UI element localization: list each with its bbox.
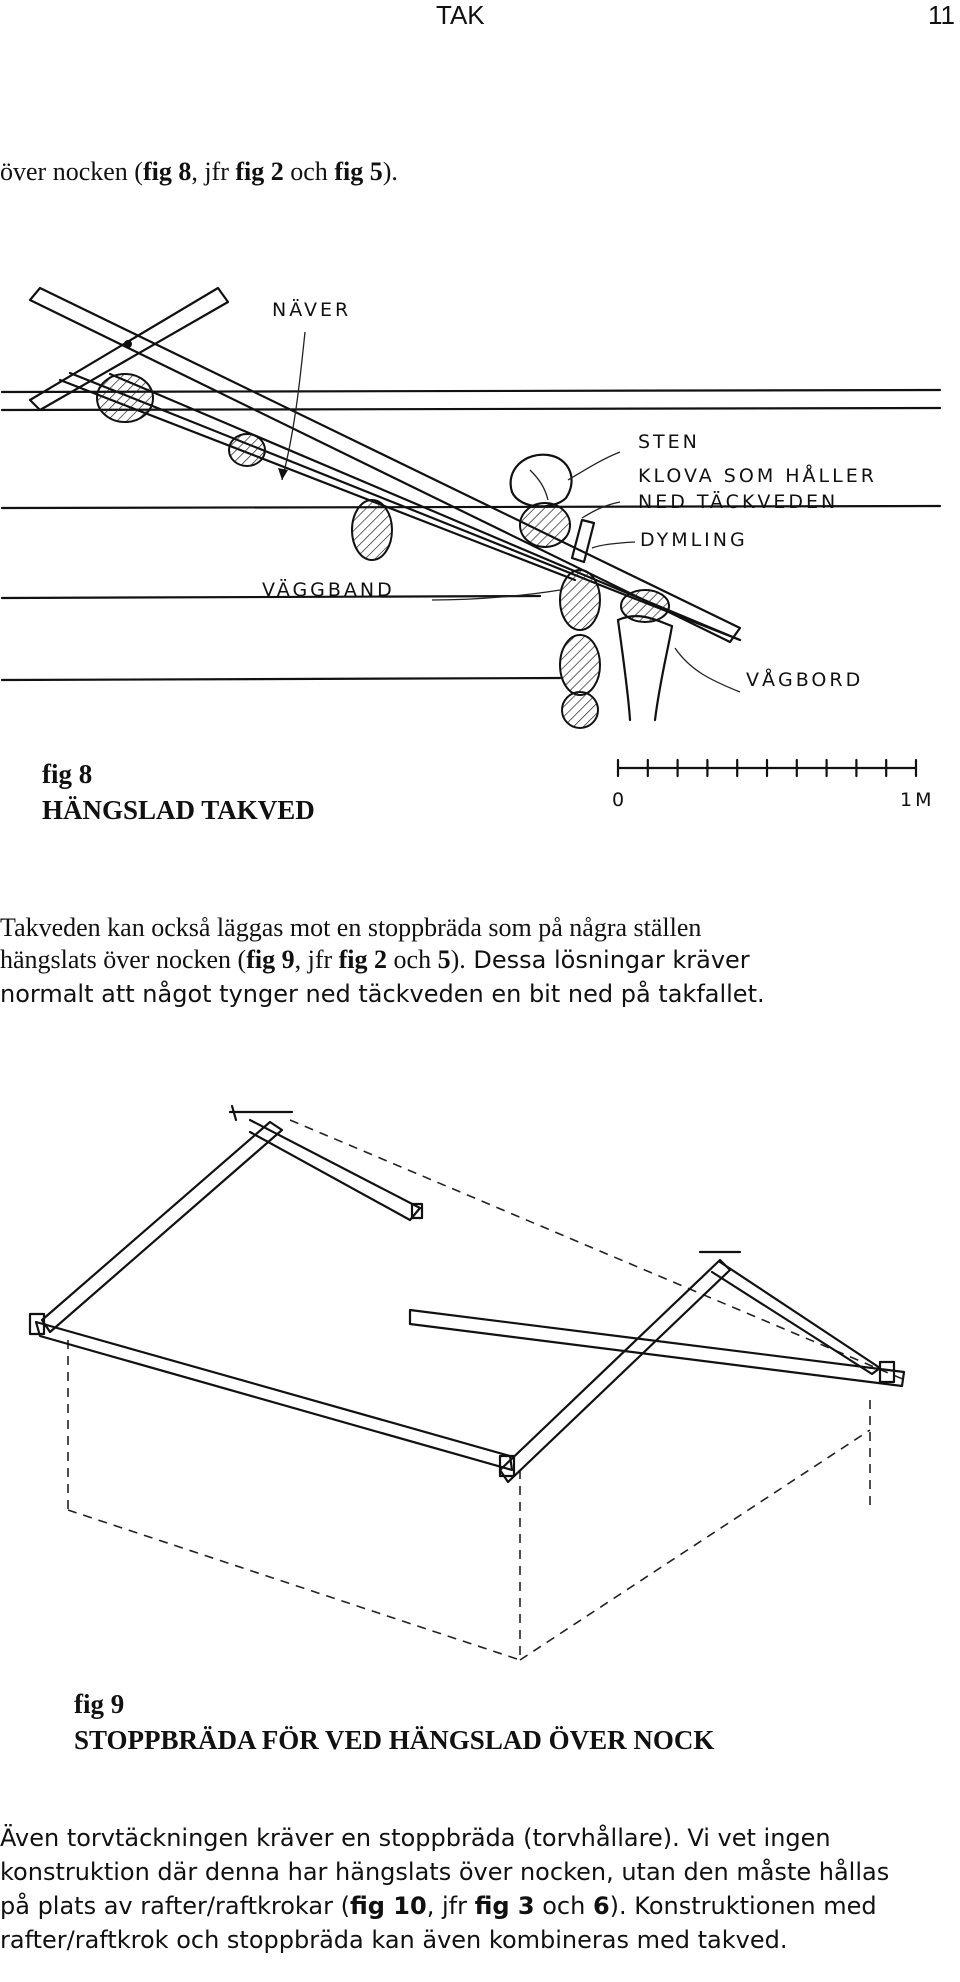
dymling-peg xyxy=(570,518,596,564)
stoppbrada-boards xyxy=(28,1308,906,1478)
para2-text: och xyxy=(387,945,438,974)
figure-9-drawing xyxy=(28,1104,906,1661)
para2-line1: Takveden kan också läggas mot en stoppbr… xyxy=(0,913,702,942)
figure-8-drawing: NÄVER STEN KLOVA SOM HÅLLER NED TÄCKVEDE… xyxy=(0,286,942,811)
para3-text: , jfr xyxy=(426,1892,475,1920)
fig2-ref: fig 2 xyxy=(338,945,388,974)
label-leaders xyxy=(278,331,741,693)
para3-line1: Även torvtäckningen kräver en stoppbräda… xyxy=(0,1824,831,1852)
fig8-caption-number: fig 8 xyxy=(42,759,93,789)
stone xyxy=(509,453,573,508)
label-vaggband: VÄGGBAND xyxy=(262,578,395,601)
scale-label-start: 0 xyxy=(612,789,627,811)
fig8-ref: fig 8 xyxy=(142,157,192,186)
label-sten: STEN xyxy=(638,431,700,453)
page-number: 11 xyxy=(928,0,955,30)
para2-line3: normalt att något tynger ned täckveden e… xyxy=(0,980,765,1008)
wall-log-lines xyxy=(0,388,942,682)
label-klova-2: NED TÄCKVEDEN xyxy=(638,490,838,513)
label-vagbord: VÅGBORD xyxy=(746,668,863,691)
fig2-ref: fig 2 xyxy=(235,157,284,186)
rafter-boards xyxy=(40,1120,732,1484)
para3-line3: på plats av rafter/raftkrokar (fig 10, j… xyxy=(0,1890,877,1922)
running-header-title: TAK xyxy=(436,0,485,30)
intro-line: över nocken (fig 8, jfr fig 2 och fig 5)… xyxy=(0,156,398,188)
intro-text: och xyxy=(283,157,335,186)
para2-text: , jfr xyxy=(294,945,339,974)
fig8-caption-title: HÄNGSLAD TAKVED xyxy=(42,795,315,825)
intro-text: över nocken ( xyxy=(0,157,143,186)
para2-text: ). xyxy=(450,945,466,974)
fig5-ref: 5 xyxy=(437,945,451,974)
label-klova-1: KLOVA SOM HÅLLER xyxy=(638,464,877,487)
house-dashed-outline xyxy=(67,1119,906,1661)
para3-line2: konstruktion där denna har hängslats öve… xyxy=(0,1858,890,1886)
para2-text: hängslats över nocken ( xyxy=(0,945,247,974)
para3-text: på plats av rafter/raftkrokar ( xyxy=(0,1892,350,1920)
label-dymling: DYMLING xyxy=(640,529,748,551)
intro-text: , jfr xyxy=(191,157,236,186)
para2-text-sans: Dessa lösningar kräver xyxy=(465,946,750,974)
ridge-straps xyxy=(228,1104,882,1376)
label-naver: NÄVER xyxy=(272,298,351,321)
para3-text: och xyxy=(534,1892,593,1920)
para3-text: ). Konstruktionen med xyxy=(609,1892,877,1920)
fig9-ref: fig 9 xyxy=(246,945,295,974)
fig10-ref: fig 10 xyxy=(349,1892,427,1920)
scale-label-end: 1M xyxy=(900,789,934,811)
para2-line2: hängslats över nocken (fig 9, jfr fig 2 … xyxy=(0,944,750,976)
hatched-log-sections xyxy=(96,373,670,729)
fig5-ref: fig 5 xyxy=(334,157,383,186)
fig9-caption-number: fig 9 xyxy=(74,1689,125,1719)
intro-text: ). xyxy=(382,157,398,186)
ridge-crossing-boards xyxy=(28,286,742,644)
fig6-ref: 6 xyxy=(592,1892,610,1920)
fig9-caption-title: STOPPBRÄDA FÖR VED HÄNGSLAD ÖVER NOCK xyxy=(74,1725,715,1755)
fig3-ref: fig 3 xyxy=(474,1892,535,1920)
vagbord-board xyxy=(598,583,742,722)
scale-bar xyxy=(616,758,918,778)
para3-line4: rafter/raftkrok och stoppbräda kan även … xyxy=(0,1926,788,1954)
